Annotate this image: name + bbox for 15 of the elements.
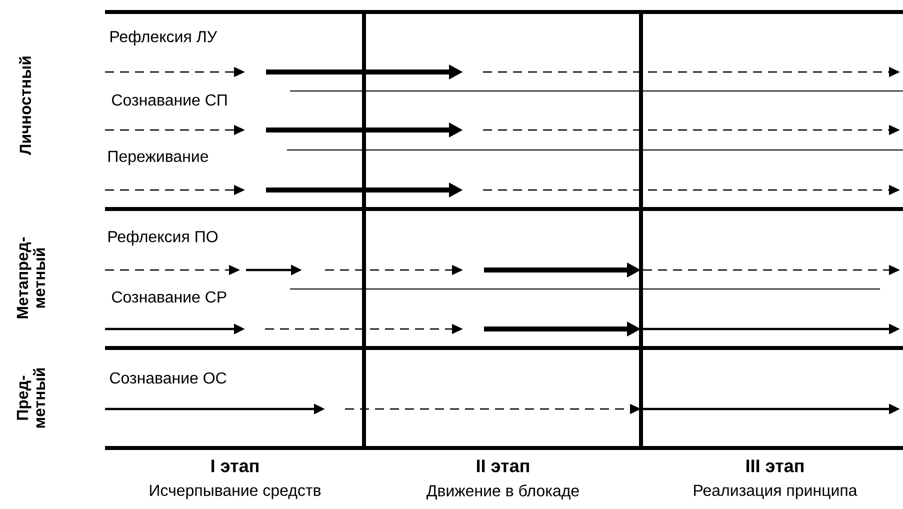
row-label: Пред- метный (16, 368, 46, 428)
stage-subtitle: Реализация принципа (694, 484, 858, 500)
stage-title: II этап (477, 460, 529, 472)
item-label: Сознавание СР (112, 291, 226, 303)
item-label: Рефлексия ПО (108, 230, 218, 246)
row-label: Личностный (18, 56, 32, 155)
item-label: Сознавание ОС (110, 372, 226, 384)
item-label: Переживание (108, 150, 208, 166)
item-label: Сознавание СП (112, 94, 227, 106)
item-label: Рефлексия ЛУ (110, 30, 218, 46)
stage-subtitle: Исчерпывание средств (150, 484, 321, 500)
stage-title: III этап (746, 460, 804, 472)
stage-title: I этап (212, 460, 258, 472)
row-label: Метапред- метный (16, 237, 46, 318)
stage-subtitle: Движение в блокаде (426, 484, 579, 500)
